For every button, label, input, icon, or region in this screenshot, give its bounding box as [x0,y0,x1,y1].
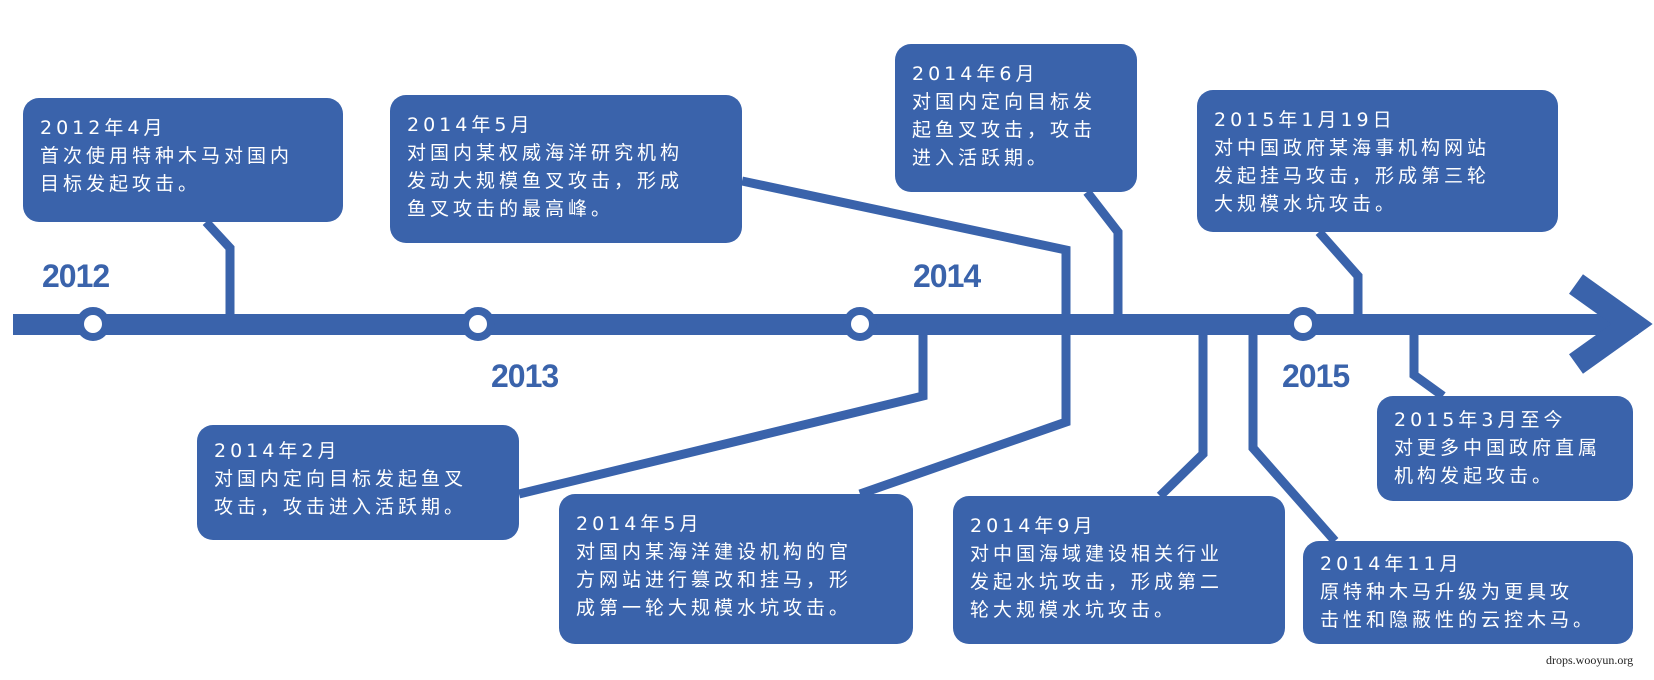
year-marker-2014 [843,307,877,341]
event-box: 2014年9月 对中国海域建设相关行业 发起水坑攻击，形成第二 轮大规模水坑攻击… [953,496,1285,644]
arrow-head-icon [1569,274,1653,374]
connector-2014-09 [1156,324,1208,500]
event-text: 对更多中国政府直属 [1394,437,1602,459]
year-label-2012: 2012 [42,258,110,294]
timeline-axis [13,314,1638,335]
event-text: 攻击，攻击进入活跃期。 [214,496,468,518]
event-box: 2014年5月 对国内某权威海洋研究机构 发动大规模鱼叉攻击，形成 鱼叉攻击的最… [390,95,742,243]
event-date: 2014年6月 [912,63,1039,85]
event-date: 2014年9月 [970,515,1097,537]
event-box: 2015年1月19日 对中国政府某海事机构网站 发起挂马攻击，形成第三轮 大规模… [1197,90,1558,232]
year-label-2015: 2015 [1282,358,1350,394]
event-text: 鱼叉攻击的最高峰。 [407,198,615,220]
event-text: 原特种木马升级为更具攻 [1320,581,1574,603]
connector-2015-01 [1315,229,1363,324]
event-text: 对中国政府某海事机构网站 [1214,137,1491,159]
event-text: 方网站进行篡改和挂马，形 [576,569,853,591]
event-box: 2014年2月 对国内定向目标发起鱼叉 攻击，攻击进入活跃期。 [197,425,519,540]
event-text: 对国内定向目标发 [912,91,1097,113]
connector-2014-06 [1083,189,1123,324]
connector-2015-03 [1409,324,1446,400]
event-date: 2014年2月 [214,440,341,462]
event-text: 对中国海域建设相关行业 [970,543,1224,565]
event-text: 发起挂马攻击，形成第三轮 [1214,165,1491,187]
event-text: 发动大规模鱼叉攻击，形成 [407,170,684,192]
event-box: 2015年3月至今 对更多中国政府直属 机构发起攻击。 [1377,396,1633,501]
event-box: 2014年6月 对国内定向目标发 起鱼叉攻击，攻击 进入活跃期。 [895,44,1137,192]
event-text: 轮大规模水坑攻击。 [970,599,1178,621]
year-marker-2013 [461,307,495,341]
event-date: 2014年11月 [1320,553,1463,575]
event-text: 对国内某海洋建设机构的官 [576,541,853,563]
event-text: 对国内某权威海洋研究机构 [407,142,684,164]
event-date: 2012年4月 [40,117,167,139]
event-box: 2012年4月 首次使用特种木马对国内 目标发起攻击。 [23,98,343,222]
year-marker-2012 [76,307,110,341]
connector-2014-11 [1248,324,1339,544]
event-text: 击性和隐蔽性的云控木马。 [1320,609,1597,631]
event-box: 2014年11月 原特种木马升级为更具攻 击性和隐蔽性的云控木马。 [1303,541,1633,644]
event-text: 对国内定向目标发起鱼叉 [214,468,468,490]
event-text: 首次使用特种木马对国内 [40,145,294,167]
year-label-2014: 2014 [913,258,981,294]
event-date: 2014年5月 [576,513,703,535]
connector-2012-04 [202,218,235,324]
event-text: 机构发起攻击。 [1394,465,1556,487]
event-date: 2015年1月19日 [1214,109,1396,131]
event-text: 大规模水坑攻击。 [1214,193,1399,215]
event-text: 成第一轮大规模水坑攻击。 [576,597,853,619]
event-date: 2015年3月至今 [1394,409,1567,431]
event-date: 2014年5月 [407,114,534,136]
event-text: 发起水坑攻击，形成第二 [970,571,1224,593]
year-marker-2015 [1286,307,1320,341]
year-label-2013: 2013 [491,358,559,394]
event-text: 进入活跃期。 [912,147,1051,169]
event-box: 2014年5月 对国内某海洋建设机构的官 方网站进行篡改和挂马，形 成第一轮大规… [559,494,913,644]
connector-2014-02 [517,324,928,499]
watermark: drops.wooyun.org [1546,653,1634,667]
connector-2014-05 [741,176,1071,499]
event-text: 起鱼叉攻击，攻击 [912,119,1097,141]
event-text: 目标发起攻击。 [40,173,202,195]
